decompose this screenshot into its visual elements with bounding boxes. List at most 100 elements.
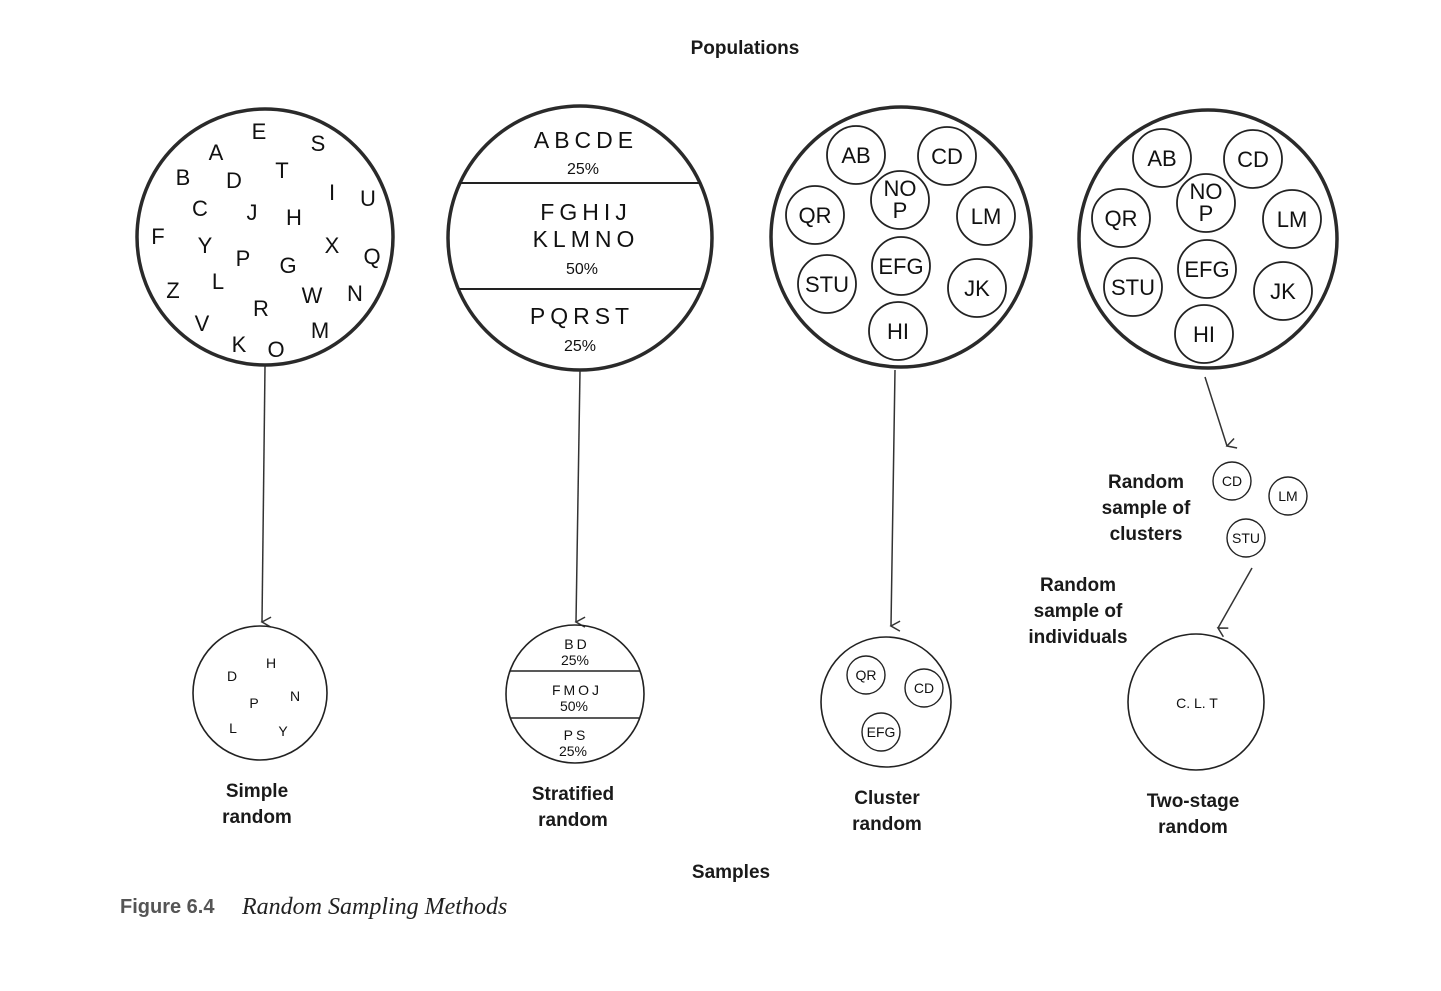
- cluster-circle: [1091, 188, 1151, 248]
- population-letter: P: [236, 246, 251, 271]
- population-letter: D: [226, 168, 242, 193]
- cluster-circle: [868, 301, 928, 361]
- stratified-sample-circle: [505, 624, 645, 764]
- two-stage-sample-circle: [1127, 633, 1265, 771]
- cluster-label: AB: [841, 143, 870, 168]
- cluster-circle: [1174, 304, 1234, 364]
- figure-number: Figure 6.4: [120, 896, 215, 918]
- stratified-label-line2: random: [538, 810, 608, 831]
- population-letter: A: [209, 140, 224, 165]
- cluster-circle: [1132, 128, 1192, 188]
- stratum-2-letters-line2: KLMNO: [533, 226, 640, 252]
- populations-heading: Populations: [691, 38, 800, 59]
- stratum-1-letters: ABCDE: [534, 127, 638, 153]
- population-letter: H: [286, 205, 302, 230]
- samples-heading: Samples: [692, 862, 770, 883]
- cluster-sample-circle: [820, 636, 952, 768]
- stratified-population-circle: [446, 104, 714, 372]
- cluster-label-line1: Cluster: [854, 788, 920, 809]
- simple-arrow: [260, 365, 272, 628]
- two-stage-population-circle: [1077, 108, 1339, 370]
- population-letter: C: [192, 196, 208, 221]
- population-letter: F: [151, 224, 164, 249]
- population-letter: I: [329, 180, 335, 205]
- cluster-circle: [797, 254, 857, 314]
- sample-letter: H: [266, 655, 276, 671]
- population-letter: V: [195, 311, 210, 336]
- cluster-circle: [870, 170, 930, 230]
- sample-letter: Y: [278, 723, 288, 739]
- sample-cluster-circle: [846, 655, 886, 695]
- sample-stratum-3-letters: PS: [564, 727, 589, 743]
- stage1-label-line2: sample of: [1102, 498, 1191, 519]
- cluster-circle: [871, 236, 931, 296]
- population-letter: U: [360, 186, 376, 211]
- stratified-label-line1: Stratified: [532, 784, 614, 805]
- stratum-2-percent: 50%: [566, 261, 598, 278]
- sample-stratum-2-letters: FMOJ: [552, 682, 602, 698]
- cluster-label: CD: [1237, 147, 1269, 172]
- population-letter: Q: [363, 244, 380, 269]
- cluster-circle: [785, 185, 845, 245]
- cluster-label: EFG: [878, 254, 923, 279]
- stage1-cluster-circle: [1226, 518, 1266, 558]
- cluster-arrow: [889, 369, 901, 632]
- stage1-cluster-label: CD: [1222, 473, 1242, 489]
- cluster-label: EFG: [1184, 257, 1229, 282]
- population-letter: N: [347, 281, 363, 306]
- simple-label-line2: random: [222, 807, 292, 828]
- population-letter: J: [247, 200, 258, 225]
- sample-cluster-circle: [861, 712, 901, 752]
- stage1-cluster-circle: [1268, 476, 1308, 516]
- two-stage-label-line1: Two-stage: [1147, 791, 1240, 812]
- stage1-cluster-label: LM: [1278, 488, 1297, 504]
- cluster-label: HI: [1193, 322, 1215, 347]
- cluster-label: JK: [1270, 279, 1296, 304]
- sample-letter: N: [290, 688, 300, 704]
- stratum-1-percent: 25%: [567, 161, 599, 178]
- sample-stratum-2-percent: 50%: [560, 698, 588, 714]
- cluster-label: QR: [799, 203, 832, 228]
- cluster-circle: [826, 125, 886, 185]
- population-letter: M: [311, 318, 329, 343]
- population-letter: Y: [198, 233, 213, 258]
- population-letter: E: [252, 119, 267, 144]
- cluster-label: CD: [931, 144, 963, 169]
- cluster-label-line2: random: [852, 814, 922, 835]
- stage2-label-line3: individuals: [1028, 627, 1127, 648]
- two-stage-arrow-2: [1216, 567, 1253, 638]
- cluster-label: STU: [1111, 275, 1155, 300]
- simple-label-line1: Simple: [226, 781, 288, 802]
- cluster-label: STU: [805, 272, 849, 297]
- two-stage-label-line2: random: [1158, 817, 1228, 838]
- cluster-label: JK: [964, 276, 990, 301]
- cluster-circle: [1177, 239, 1237, 299]
- cluster-label: HI: [887, 319, 909, 344]
- population-letter: X: [325, 233, 340, 258]
- sample-letter: L: [229, 720, 237, 736]
- population-letter: W: [302, 283, 323, 308]
- sample-cluster-label: QR: [856, 667, 877, 683]
- sample-letter: P: [249, 695, 258, 711]
- stage1-label-line3: clusters: [1110, 524, 1183, 545]
- stage1-label-line1: Random: [1108, 472, 1184, 493]
- cluster-label: LM: [971, 204, 1002, 229]
- cluster-circle: [1176, 173, 1236, 233]
- simple-population-circle: [135, 107, 395, 367]
- two-stage-arrow-1: [1204, 376, 1238, 449]
- population-letter: Z: [166, 278, 179, 303]
- sample-cluster-label: EFG: [867, 724, 896, 740]
- stage1-cluster-circle: [1212, 461, 1252, 501]
- stage2-label-line1: Random: [1040, 575, 1116, 596]
- population-letter: G: [279, 253, 296, 278]
